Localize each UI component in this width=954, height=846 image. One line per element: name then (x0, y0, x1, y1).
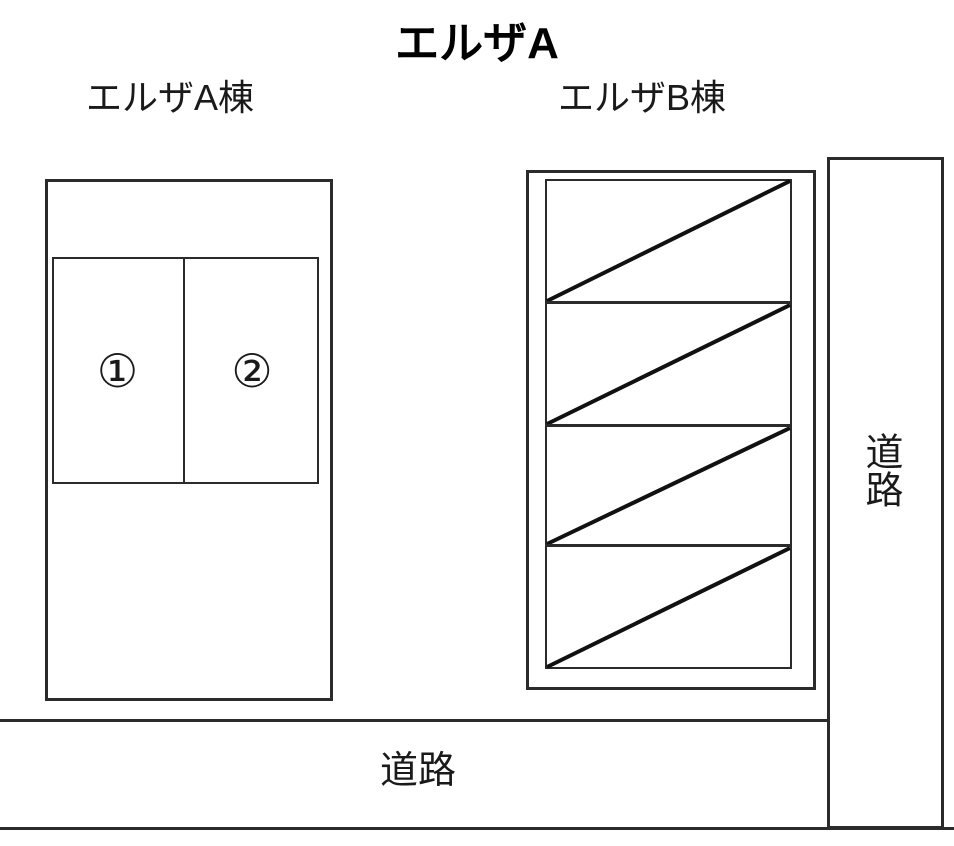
road-vertical-label: 道路 (859, 432, 901, 508)
road-bottom-bottom-edge (0, 827, 954, 830)
parking-divider-3 (545, 544, 792, 547)
building-b-label: エルザB棟 (558, 77, 727, 118)
parking-stall-3[interactable] (545, 426, 792, 546)
road-vertical (827, 157, 944, 829)
building-a-unit-block (52, 257, 319, 484)
parking-stall-2[interactable] (545, 303, 792, 426)
building-a-label: エルザA棟 (86, 77, 255, 118)
parking-stall-1[interactable] (545, 179, 792, 303)
road-bottom-top-edge (0, 719, 828, 722)
unit-2-cell[interactable]: ② (185, 257, 319, 484)
parking-stall-4[interactable] (545, 546, 792, 669)
road-bottom-label: 道路 (380, 750, 457, 792)
parking-diagonal-icon (546, 426, 791, 546)
unit-2-number: ② (231, 344, 273, 397)
parking-diagonal-icon (546, 179, 791, 303)
parking-divider-2 (545, 424, 792, 427)
unit-1-cell[interactable]: ① (52, 257, 183, 484)
unit-1-number: ① (96, 344, 139, 397)
parking-diagonal-icon (546, 303, 791, 426)
parking-diagonal-icon (546, 546, 791, 669)
unit-divider-line (183, 257, 185, 484)
page-title: エルザA (395, 19, 559, 68)
parking-divider-1 (545, 301, 792, 304)
